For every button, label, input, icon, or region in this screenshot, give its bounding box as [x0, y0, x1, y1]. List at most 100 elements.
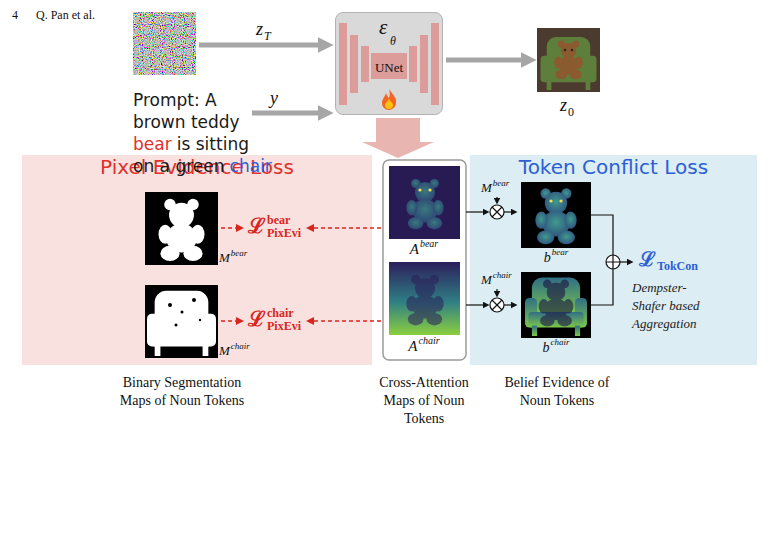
input-arrow: [199, 43, 324, 48]
subscript: TokCon: [657, 260, 698, 273]
node-text: ε: [379, 15, 387, 39]
prompt-text: brown teddy: [133, 112, 240, 132]
noise-image: [133, 12, 196, 75]
math-symbol: M: [219, 344, 230, 358]
script-stack: bear: [231, 249, 248, 258]
caption-text: Cross-Attention Maps of Noun Tokens: [379, 375, 468, 426]
prompt-line: Prompt: A: [133, 90, 217, 112]
attention-map: [389, 166, 460, 239]
text-slot: θ: [390, 31, 404, 49]
output-arrow: [446, 58, 527, 63]
mask-label: Mchair: [219, 344, 250, 358]
prompt-text: is sitting: [177, 134, 249, 154]
prompt-line: brown teddy: [133, 112, 240, 134]
running-head-slot: Q. Pan et al.: [36, 5, 95, 23]
input-arrow: [252, 111, 324, 116]
loss-label: ℒchairPixEvi: [248, 307, 301, 332]
math-symbol: M: [219, 251, 230, 265]
subscript: 0: [568, 106, 574, 119]
belief-label: bchair: [543, 340, 570, 355]
math-symbol: z: [256, 20, 263, 40]
script-stack: bear: [420, 239, 438, 250]
script-stack: bear: [493, 179, 510, 188]
superscript: chair: [493, 271, 512, 280]
caption-text-slot: Belief Evidence of Noun Tokens: [498, 373, 616, 409]
mask-label: Mchair: [481, 273, 512, 287]
superscript: bear: [552, 248, 569, 257]
token-wires: [466, 197, 630, 305]
highlighted-token: bear: [133, 134, 172, 154]
attention-label: Achair: [408, 338, 439, 355]
prompt-text: on a green: [133, 156, 225, 176]
node-text: UNet: [375, 60, 403, 75]
math-symbol: ℒ: [248, 215, 266, 238]
attention-map: [389, 262, 460, 335]
math-symbol: ℒ: [639, 248, 656, 270]
prompt-line: bearis sitting: [133, 134, 249, 156]
subscript: T: [264, 30, 271, 43]
math-symbol: b: [543, 340, 550, 355]
caption-text: Binary Segmentation Maps of Noun Tokens: [120, 375, 244, 408]
belief-label: bbear: [544, 250, 569, 265]
math-symbol: A: [408, 338, 417, 355]
caption-text-slot: Binary Segmentation Maps of Noun Tokens: [107, 373, 257, 409]
caption-text-slot: Cross-Attention Maps of Noun Tokens: [365, 373, 483, 427]
math-symbol: A: [410, 241, 419, 258]
script-stack: T: [264, 30, 271, 43]
segmentation-mask: [145, 285, 218, 358]
subscript: PixEvi: [267, 227, 301, 240]
script-stack: chairPixEvi: [267, 307, 301, 332]
superscript: chair: [551, 338, 570, 347]
flow-arrow: [362, 118, 434, 158]
prompt-line: on a greenchair: [133, 156, 272, 178]
loss-arrows: [221, 228, 381, 321]
script-stack: 0: [568, 106, 574, 119]
math-symbol: z: [560, 96, 567, 116]
subscript: PixEvi: [267, 320, 301, 333]
text-slot: UNet: [336, 58, 442, 76]
superscript: bear: [493, 179, 510, 188]
text-slot: Token Conflict Loss: [470, 156, 757, 178]
output-label: z0: [560, 96, 574, 116]
output-image: [537, 28, 600, 92]
multiply-symbol: [490, 205, 504, 312]
note-text-slot: Dempster-Shafer based Aggregation: [632, 278, 716, 332]
script-stack: bear: [552, 248, 569, 257]
script-stack: bearPixEvi: [267, 214, 301, 239]
superscript: bear: [267, 214, 301, 227]
node-text: θ: [390, 34, 396, 48]
superscript: bear: [420, 239, 438, 250]
text-slot: ε: [379, 16, 399, 39]
loss-label: ℒTokCon: [639, 248, 698, 270]
math-symbol: M: [481, 181, 492, 195]
loss-label: ℒbearPixEvi: [248, 214, 301, 239]
panel-title: Token Conflict Loss: [519, 155, 708, 179]
page-number-slot: 4: [12, 5, 18, 23]
prompt-text: Prompt: A: [133, 90, 217, 110]
belief-map: [521, 182, 591, 248]
note-text: Dempster-Shafer based Aggregation: [632, 280, 700, 331]
superscript: chair: [419, 336, 440, 347]
unet-block: εθUNet: [335, 12, 443, 115]
superscript: chair: [267, 307, 301, 320]
script-stack: chair: [493, 271, 512, 280]
aggregate-symbol: [606, 255, 620, 269]
condition-label: y: [270, 88, 278, 108]
script-stack: TokCon: [657, 260, 698, 273]
script-stack: chair: [231, 342, 250, 351]
script-stack: chair: [419, 336, 440, 347]
highlighted-token: chair: [230, 156, 272, 176]
attention-group-outline: [383, 160, 466, 360]
segmentation-mask: [145, 192, 218, 265]
attention-label: Abear: [410, 241, 439, 258]
math-symbol: M: [481, 273, 492, 287]
script-stack: chair: [551, 338, 570, 347]
condition-label-slot: y: [270, 88, 278, 110]
math-symbol: b: [544, 250, 551, 265]
math-symbol: ℒ: [248, 308, 266, 331]
latent-label: zT: [256, 20, 271, 40]
mask-label: Mbear: [219, 251, 247, 265]
superscript: bear: [231, 249, 248, 258]
